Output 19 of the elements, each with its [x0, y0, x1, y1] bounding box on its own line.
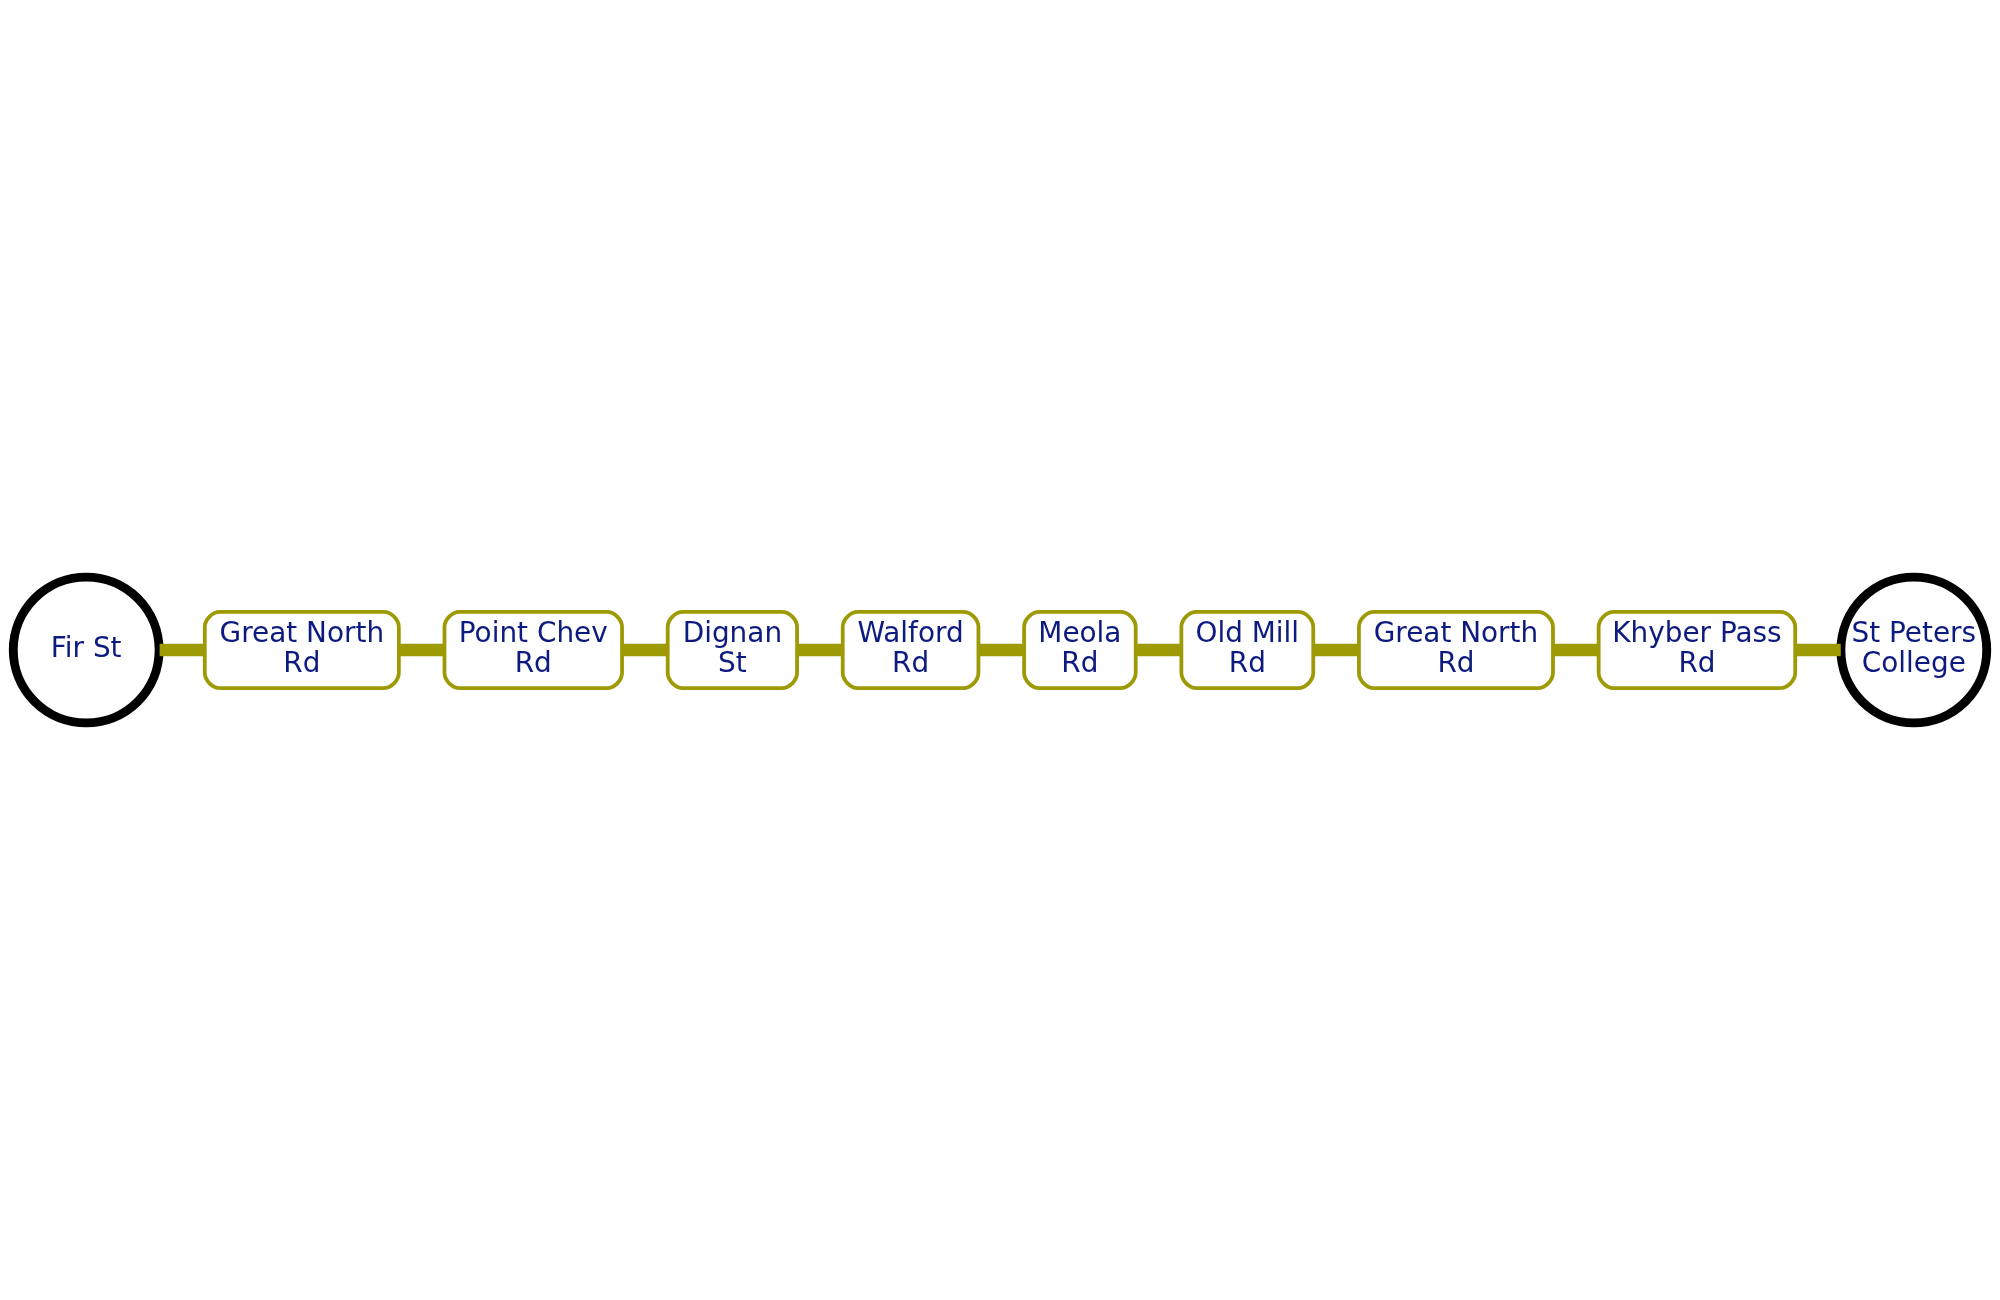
node-circle: Fir St: [8, 572, 164, 728]
node-box: Great North Rd: [1357, 610, 1555, 690]
node-box: Walford Rd: [840, 610, 981, 690]
connector: [398, 643, 445, 657]
connector: [622, 643, 668, 657]
node-circle: St Peters College: [1836, 572, 1992, 728]
node-box: Point Chev Rd: [442, 610, 624, 690]
connector: [1553, 643, 1599, 657]
connector: [1313, 643, 1359, 657]
node-box: Old Mill Rd: [1179, 610, 1316, 690]
connector: [1795, 643, 1841, 657]
node-box: Meola Rd: [1022, 610, 1138, 690]
connector: [159, 643, 205, 657]
connector: [978, 643, 1025, 657]
node-box: Dignan St: [665, 610, 799, 690]
node-box: Great North Rd: [202, 610, 401, 690]
connector: [797, 643, 843, 657]
connector: [1136, 643, 1182, 657]
node-box: Khyber Pass Rd: [1596, 610, 1798, 690]
